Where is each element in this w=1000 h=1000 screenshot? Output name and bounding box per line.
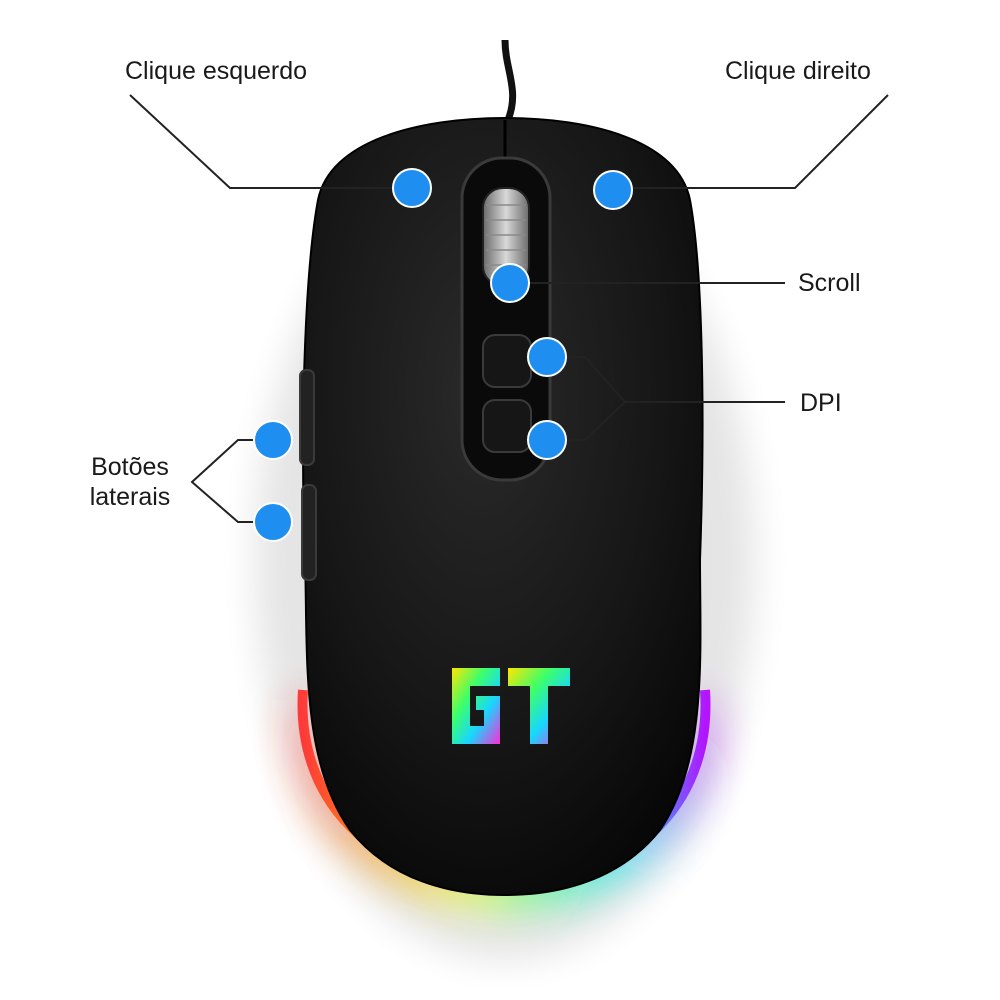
leader-dpi: [547, 356, 785, 441]
leader-right-click: [613, 94, 889, 189]
leader-side-buttons: [190, 439, 273, 523]
scroll-wheel-ridges: [486, 204, 526, 266]
label-left-click: Clique esquerdo: [125, 57, 308, 85]
side-button-back: [301, 484, 317, 581]
leader-left-click: [129, 94, 412, 189]
hotspot-side-back: [253, 502, 293, 542]
dpi-up-button: [482, 334, 532, 388]
label-right-click: Clique direito: [725, 57, 871, 85]
hotspot-dpi-up: [527, 337, 567, 377]
hotspot-right-click: [593, 170, 633, 210]
label-side-buttons: Botões laterais: [60, 452, 200, 512]
label-dpi: DPI: [800, 389, 842, 417]
side-button-forward: [299, 369, 315, 466]
dpi-down-button: [482, 399, 532, 453]
leader-lines: [129, 94, 889, 523]
hotspot-left-click: [392, 168, 432, 208]
label-scroll: Scroll: [798, 269, 861, 297]
hotspot-dpi-down: [527, 420, 567, 460]
gt-logo: [452, 668, 570, 744]
mouse-cable: [501, 39, 517, 122]
hotspot-side-forward: [253, 420, 293, 460]
label-side-buttons-line2: laterais: [89, 483, 171, 511]
hotspot-scroll: [490, 263, 530, 303]
label-side-buttons-line1: Botões: [91, 453, 169, 481]
hotspots: [253, 168, 633, 542]
